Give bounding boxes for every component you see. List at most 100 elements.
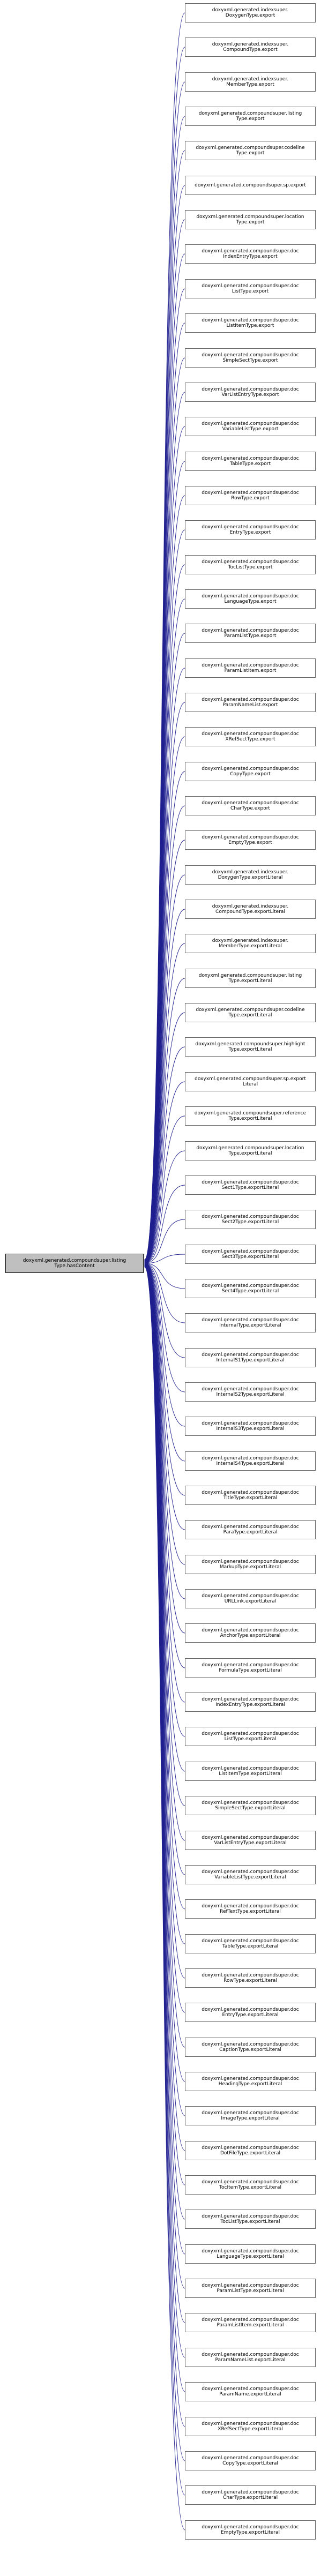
- caller-node[interactable]: doxyxml.generated.indexsuper.CompoundTyp…: [185, 38, 316, 57]
- caller-node-line: ParaType.exportLiteral: [223, 1530, 278, 1535]
- caller-node-line: doxyxml.generated.compoundsuper.doc: [202, 1386, 299, 1392]
- caller-node[interactable]: doxyxml.generated.indexsuper.DoxygenType…: [185, 865, 316, 885]
- call-edge: [144, 840, 185, 1264]
- caller-node[interactable]: doxyxml.generated.compoundsuper.codeline…: [185, 141, 316, 160]
- caller-node[interactable]: doxyxml.generated.compoundsuper.referenc…: [185, 1106, 316, 1126]
- caller-node-line: VariableListType.exportLiteral: [214, 1875, 286, 1880]
- caller-node-line: XRefSectType.exportLiteral: [218, 2427, 283, 2432]
- caller-node-line: CopyType.exportLiteral: [222, 2461, 278, 2466]
- caller-node[interactable]: doxyxml.generated.compoundsuper.highligh…: [185, 1037, 316, 1057]
- caller-node[interactable]: doxyxml.generated.indexsuper.MemberType.…: [185, 934, 316, 953]
- caller-node-line: Type.export: [236, 116, 265, 122]
- caller-node-line: CharType.exportLiteral: [222, 2495, 278, 2500]
- caller-node-line: doxyxml.generated.compoundsuper.doc: [202, 1214, 299, 1219]
- caller-node-line: RefTextType.exportLiteral: [220, 1909, 281, 1914]
- caller-node-line: doxyxml.generated.compoundsuper.location: [196, 1145, 304, 1151]
- caller-node-line: doxyxml.generated.compoundsuper.doc: [202, 2179, 299, 2185]
- caller-node-line: doxyxml.generated.compoundsuper.doc: [202, 1352, 299, 1358]
- call-edge: [144, 1262, 185, 1496]
- call-edge: [144, 1262, 185, 1323]
- caller-node-line: doxyxml.generated.compoundsuper.sp.expor…: [195, 1076, 306, 1082]
- caller-node[interactable]: doxyxml.generated.compoundsuper.codeline…: [185, 1003, 316, 1022]
- call-edge: [144, 1263, 185, 1841]
- caller-node[interactable]: doxyxml.generated.indexsuper.MemberType.…: [185, 72, 316, 92]
- caller-node-line: doxyxml.generated.indexsuper.: [212, 903, 289, 909]
- caller-node[interactable]: doxyxml.generated.compoundsuper.location…: [185, 210, 316, 229]
- caller-node-line: TocListType.export: [228, 565, 273, 570]
- caller-node-line: ParamListType.exportLiteral: [217, 2288, 284, 2294]
- caller-node[interactable]: doxyxml.generated.compoundsuper.location…: [185, 1141, 316, 1160]
- caller-node[interactable]: doxyxml.generated.compoundsuper.sp.expor…: [185, 1072, 316, 1091]
- caller-node[interactable]: doxyxml.generated.indexsuper.CompoundTyp…: [185, 900, 316, 919]
- call-edge: [144, 1263, 185, 1703]
- caller-node-line: CopyType.export: [230, 772, 271, 777]
- caller-node[interactable]: doxyxml.generated.indexsuper.DoxygenType…: [185, 3, 316, 23]
- root-node[interactable]: doxyxml.generated.compoundsuper.listing …: [5, 1254, 144, 1273]
- caller-node[interactable]: doxyxml.generated.compoundsuper.sp.expor…: [185, 176, 316, 195]
- caller-node-line: doxyxml.generated.compoundsuper.listing: [198, 110, 302, 116]
- caller-node-line: doxyxml.generated.compoundsuper.doc: [202, 1179, 299, 1185]
- caller-node-line: doxyxml.generated.compoundsuper.doc: [202, 2524, 299, 2530]
